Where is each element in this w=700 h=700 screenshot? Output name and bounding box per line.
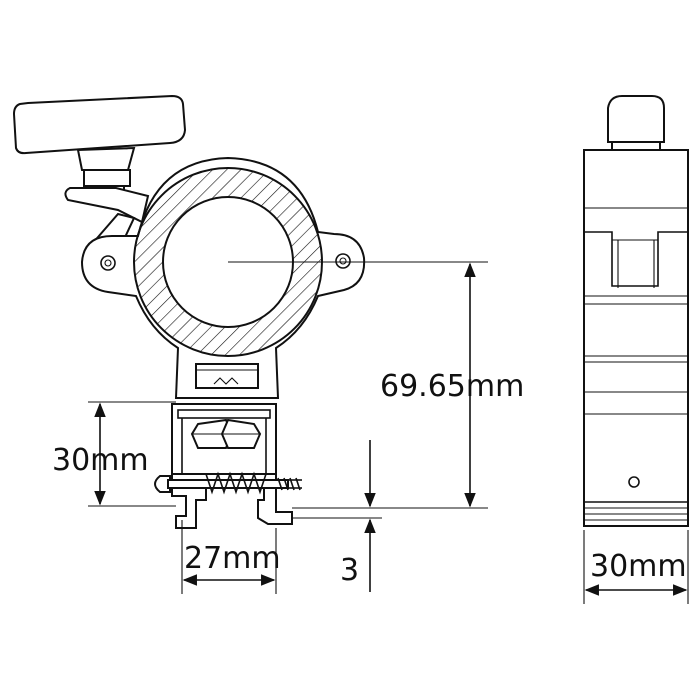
tube-section (133, 167, 488, 357)
front-view: 69.65mm 30mm 27mm 3 (12, 94, 524, 594)
dimension-label-69-65mm: 69.65mm (380, 369, 524, 404)
dimension-label-3: 3 (340, 553, 359, 588)
dimension-label-30mm-side: 30mm (590, 549, 687, 584)
dimension-center-to-base: 69.65mm (380, 262, 524, 508)
dimension-label-30mm-left: 30mm (52, 443, 149, 478)
adapter-block (171, 403, 293, 529)
lower-slot (195, 363, 259, 389)
dimension-adapter-height: 30mm (52, 402, 149, 506)
spring-bolt (154, 471, 302, 495)
dimension-label-27mm: 27mm (184, 541, 281, 576)
side-view: 30mm (583, 95, 689, 604)
dimension-base-gap: 3 (340, 440, 376, 592)
dimension-side-width: 30mm (584, 549, 688, 596)
side-pin (628, 476, 640, 488)
dimension-adapter-width: 27mm (181, 520, 281, 594)
left-hinge-pin (100, 255, 116, 271)
right-hinge-pin (335, 253, 351, 269)
wing-handle (12, 94, 187, 195)
